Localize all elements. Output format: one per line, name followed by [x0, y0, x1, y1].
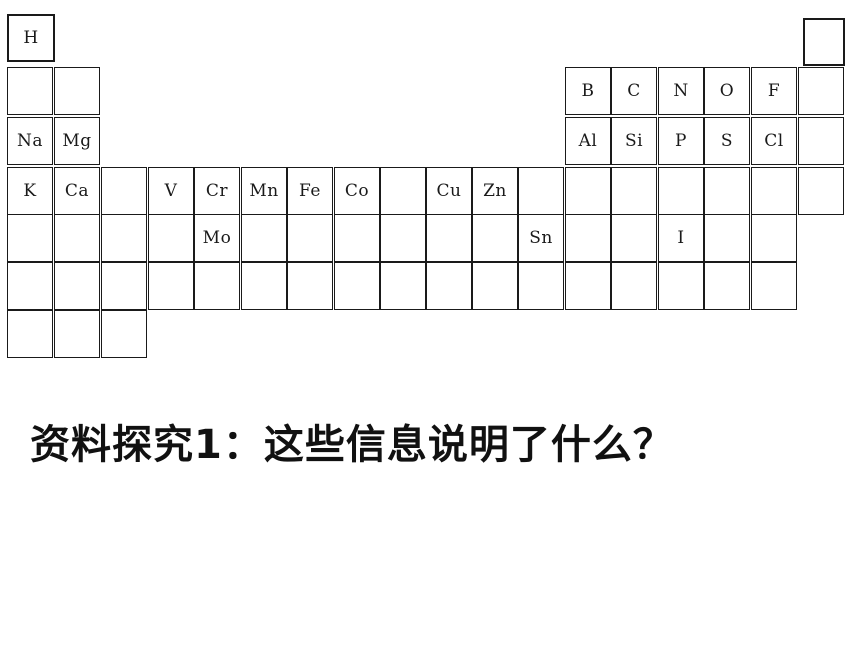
element-cell-co: Co: [334, 167, 380, 215]
empty-cell: [704, 214, 750, 262]
empty-cell: [101, 310, 147, 358]
element-cell-v: V: [148, 167, 194, 215]
element-cell-cr: Cr: [194, 167, 240, 215]
empty-cell: [7, 214, 53, 262]
empty-cell: [287, 262, 333, 310]
element-cell-s: S: [704, 117, 750, 165]
element-cell-zn: Zn: [472, 167, 518, 215]
empty-cell: [426, 262, 472, 310]
empty-cell: [380, 167, 426, 215]
question-heading: 资料探究1：这些信息说明了什么？: [30, 422, 674, 468]
empty-cell: [611, 262, 657, 310]
element-cell-cu: Cu: [426, 167, 472, 215]
empty-cell: [518, 262, 564, 310]
element-cell-na: Na: [7, 117, 53, 165]
element-cell-b: B: [565, 67, 611, 115]
element-cell-fe: Fe: [287, 167, 333, 215]
element-cell-h: H: [7, 14, 55, 62]
empty-cell: [241, 262, 287, 310]
empty-cell: [472, 262, 518, 310]
element-cell-mn: Mn: [241, 167, 287, 215]
empty-cell: [7, 262, 53, 310]
empty-cell: [704, 262, 750, 310]
empty-cell: [380, 262, 426, 310]
empty-cell: [565, 214, 611, 262]
element-cell-k: K: [7, 167, 53, 215]
element-cell-sn: Sn: [518, 214, 564, 262]
empty-cell: [148, 262, 194, 310]
empty-cell: [54, 214, 100, 262]
empty-cell: [194, 262, 240, 310]
element-cell-n: N: [658, 67, 704, 115]
element-cell-p: P: [658, 117, 704, 165]
element-cell-mo: Mo: [194, 214, 240, 262]
empty-cell: [101, 167, 147, 215]
empty-cell: [148, 214, 194, 262]
element-cell-cl: Cl: [751, 117, 797, 165]
empty-cell: [611, 214, 657, 262]
element-cell-al: Al: [565, 117, 611, 165]
empty-cell: [7, 67, 53, 115]
empty-cell: [54, 67, 100, 115]
element-cell-f: F: [751, 67, 797, 115]
element-cell-mg: Mg: [54, 117, 100, 165]
empty-cell: [380, 214, 426, 262]
empty-cell: [798, 67, 844, 115]
empty-cell: [751, 167, 797, 215]
empty-cell: [287, 214, 333, 262]
empty-cell: [101, 262, 147, 310]
empty-cell: [798, 117, 844, 165]
empty-cell: [54, 310, 100, 358]
element-cell-si: Si: [611, 117, 657, 165]
empty-cell: [803, 18, 845, 66]
empty-cell: [611, 167, 657, 215]
empty-cell: [334, 214, 380, 262]
element-cell-o: O: [704, 67, 750, 115]
empty-cell: [704, 167, 750, 215]
empty-cell: [101, 214, 147, 262]
empty-cell: [241, 214, 287, 262]
empty-cell: [798, 167, 844, 215]
empty-cell: [658, 262, 704, 310]
element-cell-i: I: [658, 214, 704, 262]
empty-cell: [751, 214, 797, 262]
empty-cell: [518, 167, 564, 215]
empty-cell: [334, 262, 380, 310]
empty-cell: [7, 310, 53, 358]
empty-cell: [565, 167, 611, 215]
empty-cell: [426, 214, 472, 262]
empty-cell: [658, 167, 704, 215]
empty-cell: [751, 262, 797, 310]
element-cell-c: C: [611, 67, 657, 115]
empty-cell: [472, 214, 518, 262]
empty-cell: [54, 262, 100, 310]
empty-cell: [565, 262, 611, 310]
element-cell-ca: Ca: [54, 167, 100, 215]
